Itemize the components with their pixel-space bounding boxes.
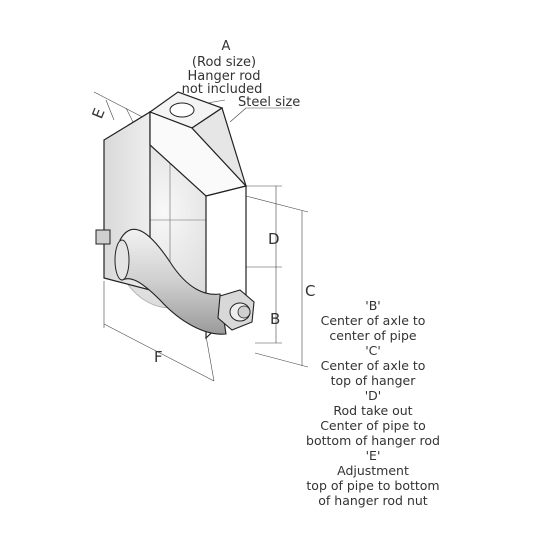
roller <box>119 228 227 335</box>
label-rod-size: (Rod size) <box>192 55 256 70</box>
key-line: bottom of hanger rod <box>306 433 440 448</box>
key-line: 'C' <box>365 343 381 358</box>
key-line: 'E' <box>366 448 381 463</box>
key-line: Rod take out <box>333 403 412 418</box>
label-steel-size: Steel size <box>238 95 300 110</box>
roller-assembly <box>95 228 255 335</box>
dimension-c: C <box>305 282 315 300</box>
key-line: Center of pipe to <box>320 418 426 433</box>
key-line: Center of axle to <box>321 313 426 328</box>
rod-hole <box>169 102 195 118</box>
dimension-d: D <box>268 230 280 248</box>
dimension-e: E <box>88 106 108 122</box>
dimension-f: F <box>154 348 163 366</box>
key-line: top of hanger <box>331 373 417 388</box>
key-line: Adjustment <box>337 463 409 478</box>
dimension-b: B <box>270 310 280 328</box>
key-line: center of pipe <box>329 328 417 343</box>
key-line: of hanger rod nut <box>318 493 428 508</box>
hanger-body <box>103 91 248 340</box>
key-line: 'B' <box>365 298 380 313</box>
callout-labels: A (Rod size) Hanger rod not included Ste… <box>182 39 301 110</box>
key-line: 'D' <box>365 388 382 403</box>
label-a: A <box>222 39 231 54</box>
dimension-key: 'B' Center of axle to center of pipe 'C'… <box>306 298 440 508</box>
key-line: Center of axle to <box>321 358 426 373</box>
key-line: top of pipe to bottom <box>306 478 439 493</box>
label-not-included: not included <box>182 82 263 97</box>
hanger-side-face <box>191 107 247 187</box>
label-hanger-rod: Hanger rod <box>188 69 261 84</box>
